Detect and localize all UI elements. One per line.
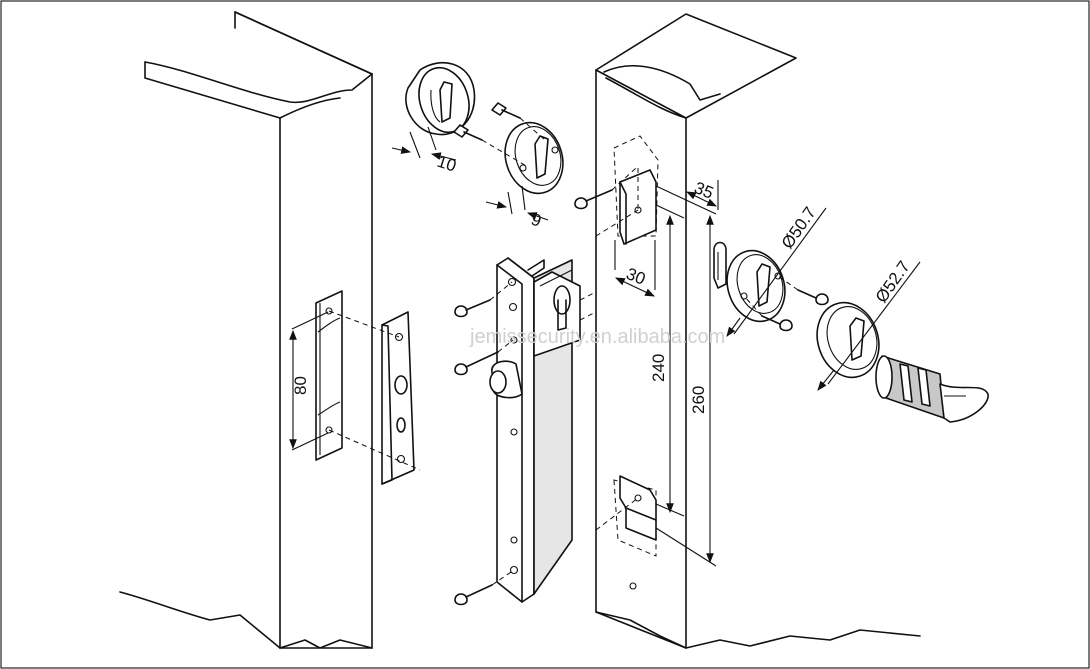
- strike-recess: [315, 290, 343, 461]
- dimension-240: 240: [649, 204, 685, 517]
- latch-bolt: [489, 360, 523, 399]
- dimension-35-label: 35: [692, 178, 717, 203]
- dimension-260-label: 260: [689, 386, 708, 414]
- rose-right-screws: [743, 275, 829, 332]
- mortise-lock-case: [527, 259, 581, 595]
- rose-top-front: [504, 121, 564, 195]
- dimension-10-label: 10: [435, 152, 459, 176]
- rose-screws: [453, 102, 546, 168]
- rose-right-outer: [816, 301, 880, 379]
- mortise-pocket: [595, 135, 659, 557]
- top-screw-right: [574, 167, 637, 210]
- spindle-tailpiece: [713, 241, 727, 289]
- dimension-80-label: 80: [291, 376, 310, 395]
- rose-top-back: [405, 62, 476, 136]
- dimension-10: 10: [391, 126, 459, 176]
- strike-plate: [328, 310, 421, 485]
- watermark: jemissecurity.en.alibaba.com: [469, 326, 725, 348]
- mortise-lock-faceplate: [496, 257, 535, 603]
- dimension-9-label: 9: [529, 210, 544, 231]
- dimension-80: 80: [289, 311, 329, 451]
- dimension-260: 260: [655, 185, 717, 567]
- rose-right-inner: [726, 249, 786, 323]
- dimension-240-label: 240: [649, 354, 668, 382]
- right-door-leaf: [595, 13, 921, 649]
- left-door-frame: [119, 11, 373, 649]
- lock-cylinder-with-thumbturn: [875, 355, 989, 423]
